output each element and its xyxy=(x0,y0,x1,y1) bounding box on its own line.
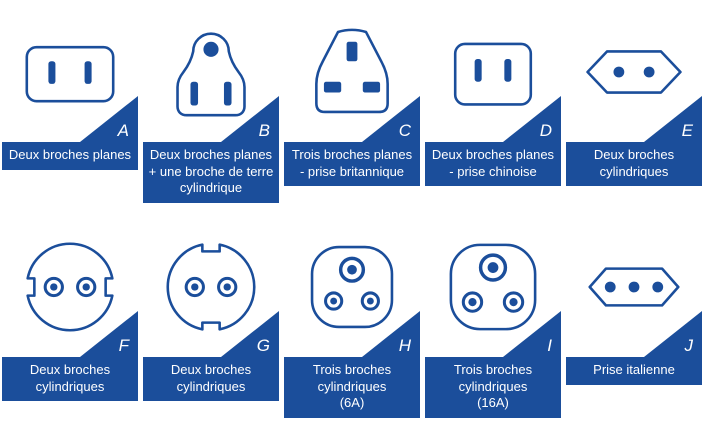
plug-type-a-icon xyxy=(25,45,115,103)
plug-letter-a: A xyxy=(117,121,129,140)
plug-illustration-g: G xyxy=(143,224,279,357)
plug-type-j-icon xyxy=(588,267,680,307)
plug-card-c[interactable]: C Trois broches planes - prise britanniq… xyxy=(284,10,420,187)
corner-triangle xyxy=(362,310,420,357)
plug-letter-f: F xyxy=(118,335,129,355)
corner-triangle xyxy=(80,96,138,142)
plug-letter-j: J xyxy=(684,335,694,355)
plug-label-g: Deux broches cylindriques xyxy=(143,356,279,402)
plug-illustration-h: H xyxy=(284,224,420,357)
plug-grid-row-2: F Deux broches cylindriques G Deux broch… xyxy=(0,224,702,418)
plug-label-d: Deux broches planes - prise chinoise xyxy=(425,142,561,187)
plug-letter-h: H xyxy=(398,335,411,355)
plug-illustration-e: E xyxy=(566,10,702,142)
plug-card-d[interactable]: D Deux broches planes - prise chinoise xyxy=(425,10,561,187)
corner-triangle xyxy=(221,310,279,357)
plug-illustration-a: A xyxy=(2,10,138,142)
plug-illustration-c: C xyxy=(284,10,420,142)
corner-triangle xyxy=(503,310,561,357)
plug-illustration-d: D xyxy=(425,10,561,142)
corner-triangle xyxy=(503,96,561,142)
plug-label-c: Trois broches planes - prise britannique xyxy=(284,142,420,187)
plug-letter-i: I xyxy=(547,335,552,355)
plug-label-e: Deux broches cylindriques xyxy=(566,142,702,187)
plug-card-a[interactable]: A Deux broches planes xyxy=(2,10,138,170)
corner-triangle xyxy=(80,310,138,357)
plug-illustration-i: I xyxy=(425,224,561,357)
plug-card-i[interactable]: I Trois broches cylindriques (16A) xyxy=(425,224,561,418)
plug-grid-row-1: A Deux broches planes B Deux broches pla… xyxy=(0,0,702,203)
corner-triangle xyxy=(644,96,702,142)
plug-illustration-j: J xyxy=(566,224,702,357)
plug-illustration-b: B xyxy=(143,10,279,142)
plug-label-i: Trois broches cylindriques (16A) xyxy=(425,356,561,418)
plug-label-b: Deux broches planes + une broche de terr… xyxy=(143,142,279,203)
plug-letter-e: E xyxy=(681,121,693,140)
plug-label-h: Trois broches cylindriques (6A) xyxy=(284,356,420,418)
plug-letter-d: D xyxy=(539,121,552,140)
plug-type-e-icon xyxy=(586,50,682,94)
plug-letter-g: G xyxy=(256,335,270,355)
plug-card-f[interactable]: F Deux broches cylindriques xyxy=(2,224,138,402)
plug-card-b[interactable]: B Deux broches planes + une broche de te… xyxy=(143,10,279,203)
plug-card-e[interactable]: E Deux broches cylindriques xyxy=(566,10,702,187)
plug-label-f: Deux broches cylindriques xyxy=(2,356,138,402)
plug-label-j: Prise italienne xyxy=(566,356,702,385)
plug-letter-b: B xyxy=(258,121,270,140)
plug-card-j[interactable]: J Prise italienne xyxy=(566,224,702,385)
plug-illustration-f: F xyxy=(2,224,138,357)
plug-type-i-icon xyxy=(449,243,537,331)
plug-letter-c: C xyxy=(398,121,411,140)
corner-triangle xyxy=(644,310,702,357)
plug-card-g[interactable]: G Deux broches cylindriques xyxy=(143,224,279,402)
plug-type-d-icon xyxy=(453,42,533,106)
corner-triangle xyxy=(362,96,420,142)
plug-type-h-icon xyxy=(310,245,394,329)
corner-triangle xyxy=(221,96,279,142)
plug-card-h[interactable]: H Trois broches cylindriques (6A) xyxy=(284,224,420,418)
plug-type-g-icon xyxy=(166,243,256,331)
plug-label-a: Deux broches planes xyxy=(2,142,138,170)
